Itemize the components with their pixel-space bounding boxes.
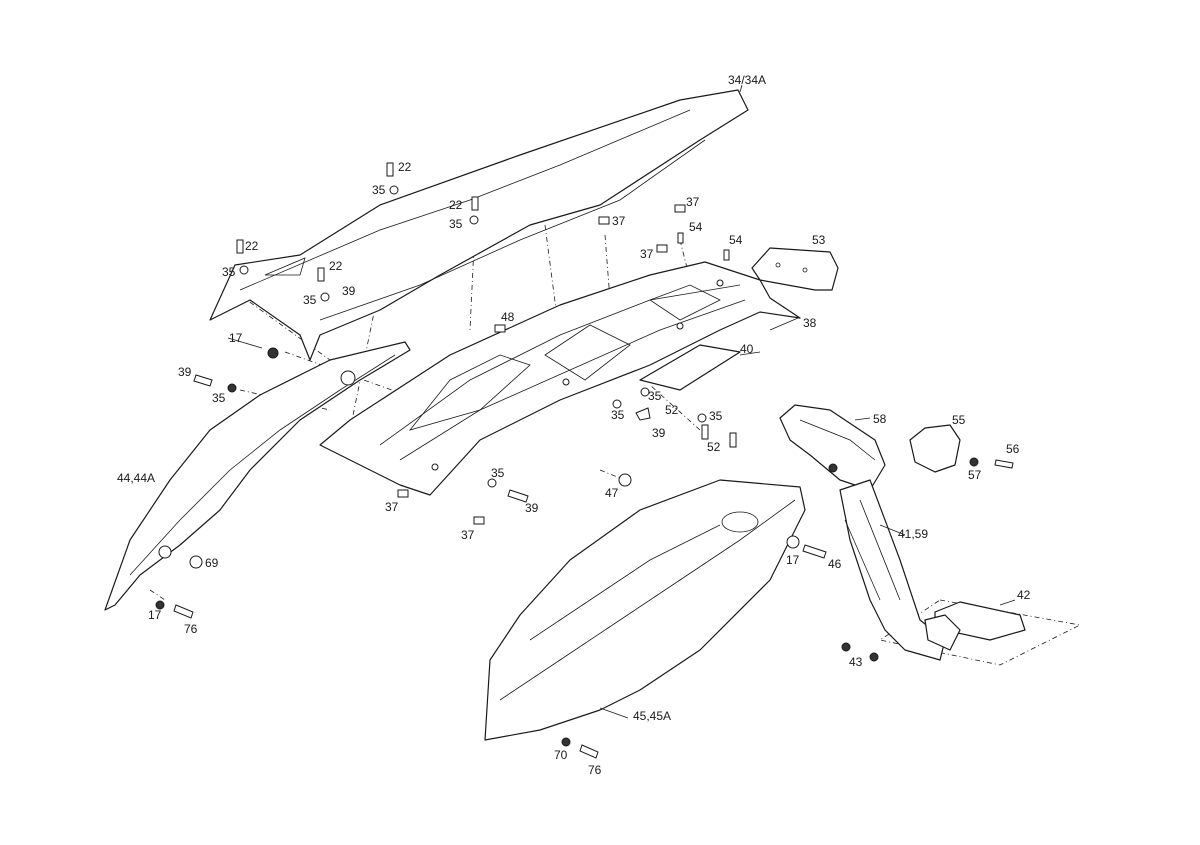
label-58: 58	[873, 412, 887, 426]
label-39-a: 39	[342, 284, 356, 298]
label-42: 42	[1017, 588, 1031, 602]
label-45-45a: 45,45A	[633, 709, 671, 723]
label-35-f: 35	[648, 389, 662, 403]
label-37-a: 37	[612, 214, 626, 228]
part-labels: 34/34A 22 35 22 35 22 35 22 35 39 37 37 …	[117, 73, 1031, 777]
label-57: 57	[968, 468, 982, 482]
label-22-b: 22	[449, 198, 463, 212]
label-52-a: 52	[665, 403, 679, 417]
label-76-b: 76	[588, 763, 602, 777]
label-41-59: 41,59	[898, 527, 928, 541]
label-35-c: 35	[222, 265, 236, 279]
fasteners	[155, 162, 1014, 759]
label-35-g: 35	[611, 408, 625, 422]
leader-lines	[227, 84, 1016, 719]
label-38: 38	[803, 316, 817, 330]
label-43: 43	[849, 655, 863, 669]
label-22-a: 22	[398, 160, 412, 174]
label-17-a: 17	[229, 331, 243, 345]
label-54-a: 54	[689, 220, 703, 234]
label-17-c: 17	[148, 608, 162, 622]
label-47: 47	[605, 486, 619, 500]
undertray-38	[319, 261, 801, 496]
license-bracket-58	[779, 404, 886, 491]
label-37-c: 37	[640, 247, 654, 261]
label-22-c: 22	[245, 239, 259, 253]
side-panel-45	[484, 479, 806, 741]
label-39-d: 39	[525, 501, 539, 515]
label-17-b: 17	[786, 553, 800, 567]
label-53: 53	[812, 233, 826, 247]
label-35-e: 35	[212, 391, 226, 405]
label-69: 69	[205, 556, 219, 570]
license-holder-41	[839, 479, 946, 661]
label-34-34a: 34/34A	[728, 73, 766, 87]
label-37-e: 37	[461, 528, 475, 542]
tail-light-53	[751, 247, 839, 291]
label-35-h: 35	[709, 409, 723, 423]
plate-40	[639, 344, 741, 391]
label-35-d: 35	[303, 293, 317, 307]
turn-signal-55	[909, 424, 961, 473]
label-35-a: 35	[372, 183, 386, 197]
label-35-i: 35	[491, 466, 505, 480]
label-22-d: 22	[329, 259, 343, 273]
label-44-44a: 44,44A	[117, 471, 155, 485]
label-52-b: 52	[707, 440, 721, 454]
seat-cowl-34	[209, 89, 749, 361]
label-55: 55	[952, 413, 966, 427]
reflector-42	[924, 601, 1026, 651]
label-56: 56	[1006, 442, 1020, 456]
label-46: 46	[828, 557, 842, 571]
label-35-b: 35	[449, 217, 463, 231]
label-37-b: 37	[686, 195, 700, 209]
side-panel-44	[104, 341, 411, 611]
label-70: 70	[554, 748, 568, 762]
label-54-b: 54	[729, 233, 743, 247]
label-40: 40	[740, 342, 754, 356]
label-48: 48	[501, 310, 515, 324]
label-39-b: 39	[178, 365, 192, 379]
label-39-c: 39	[652, 426, 666, 440]
label-76-a: 76	[184, 622, 198, 636]
label-37-d: 37	[385, 500, 399, 514]
